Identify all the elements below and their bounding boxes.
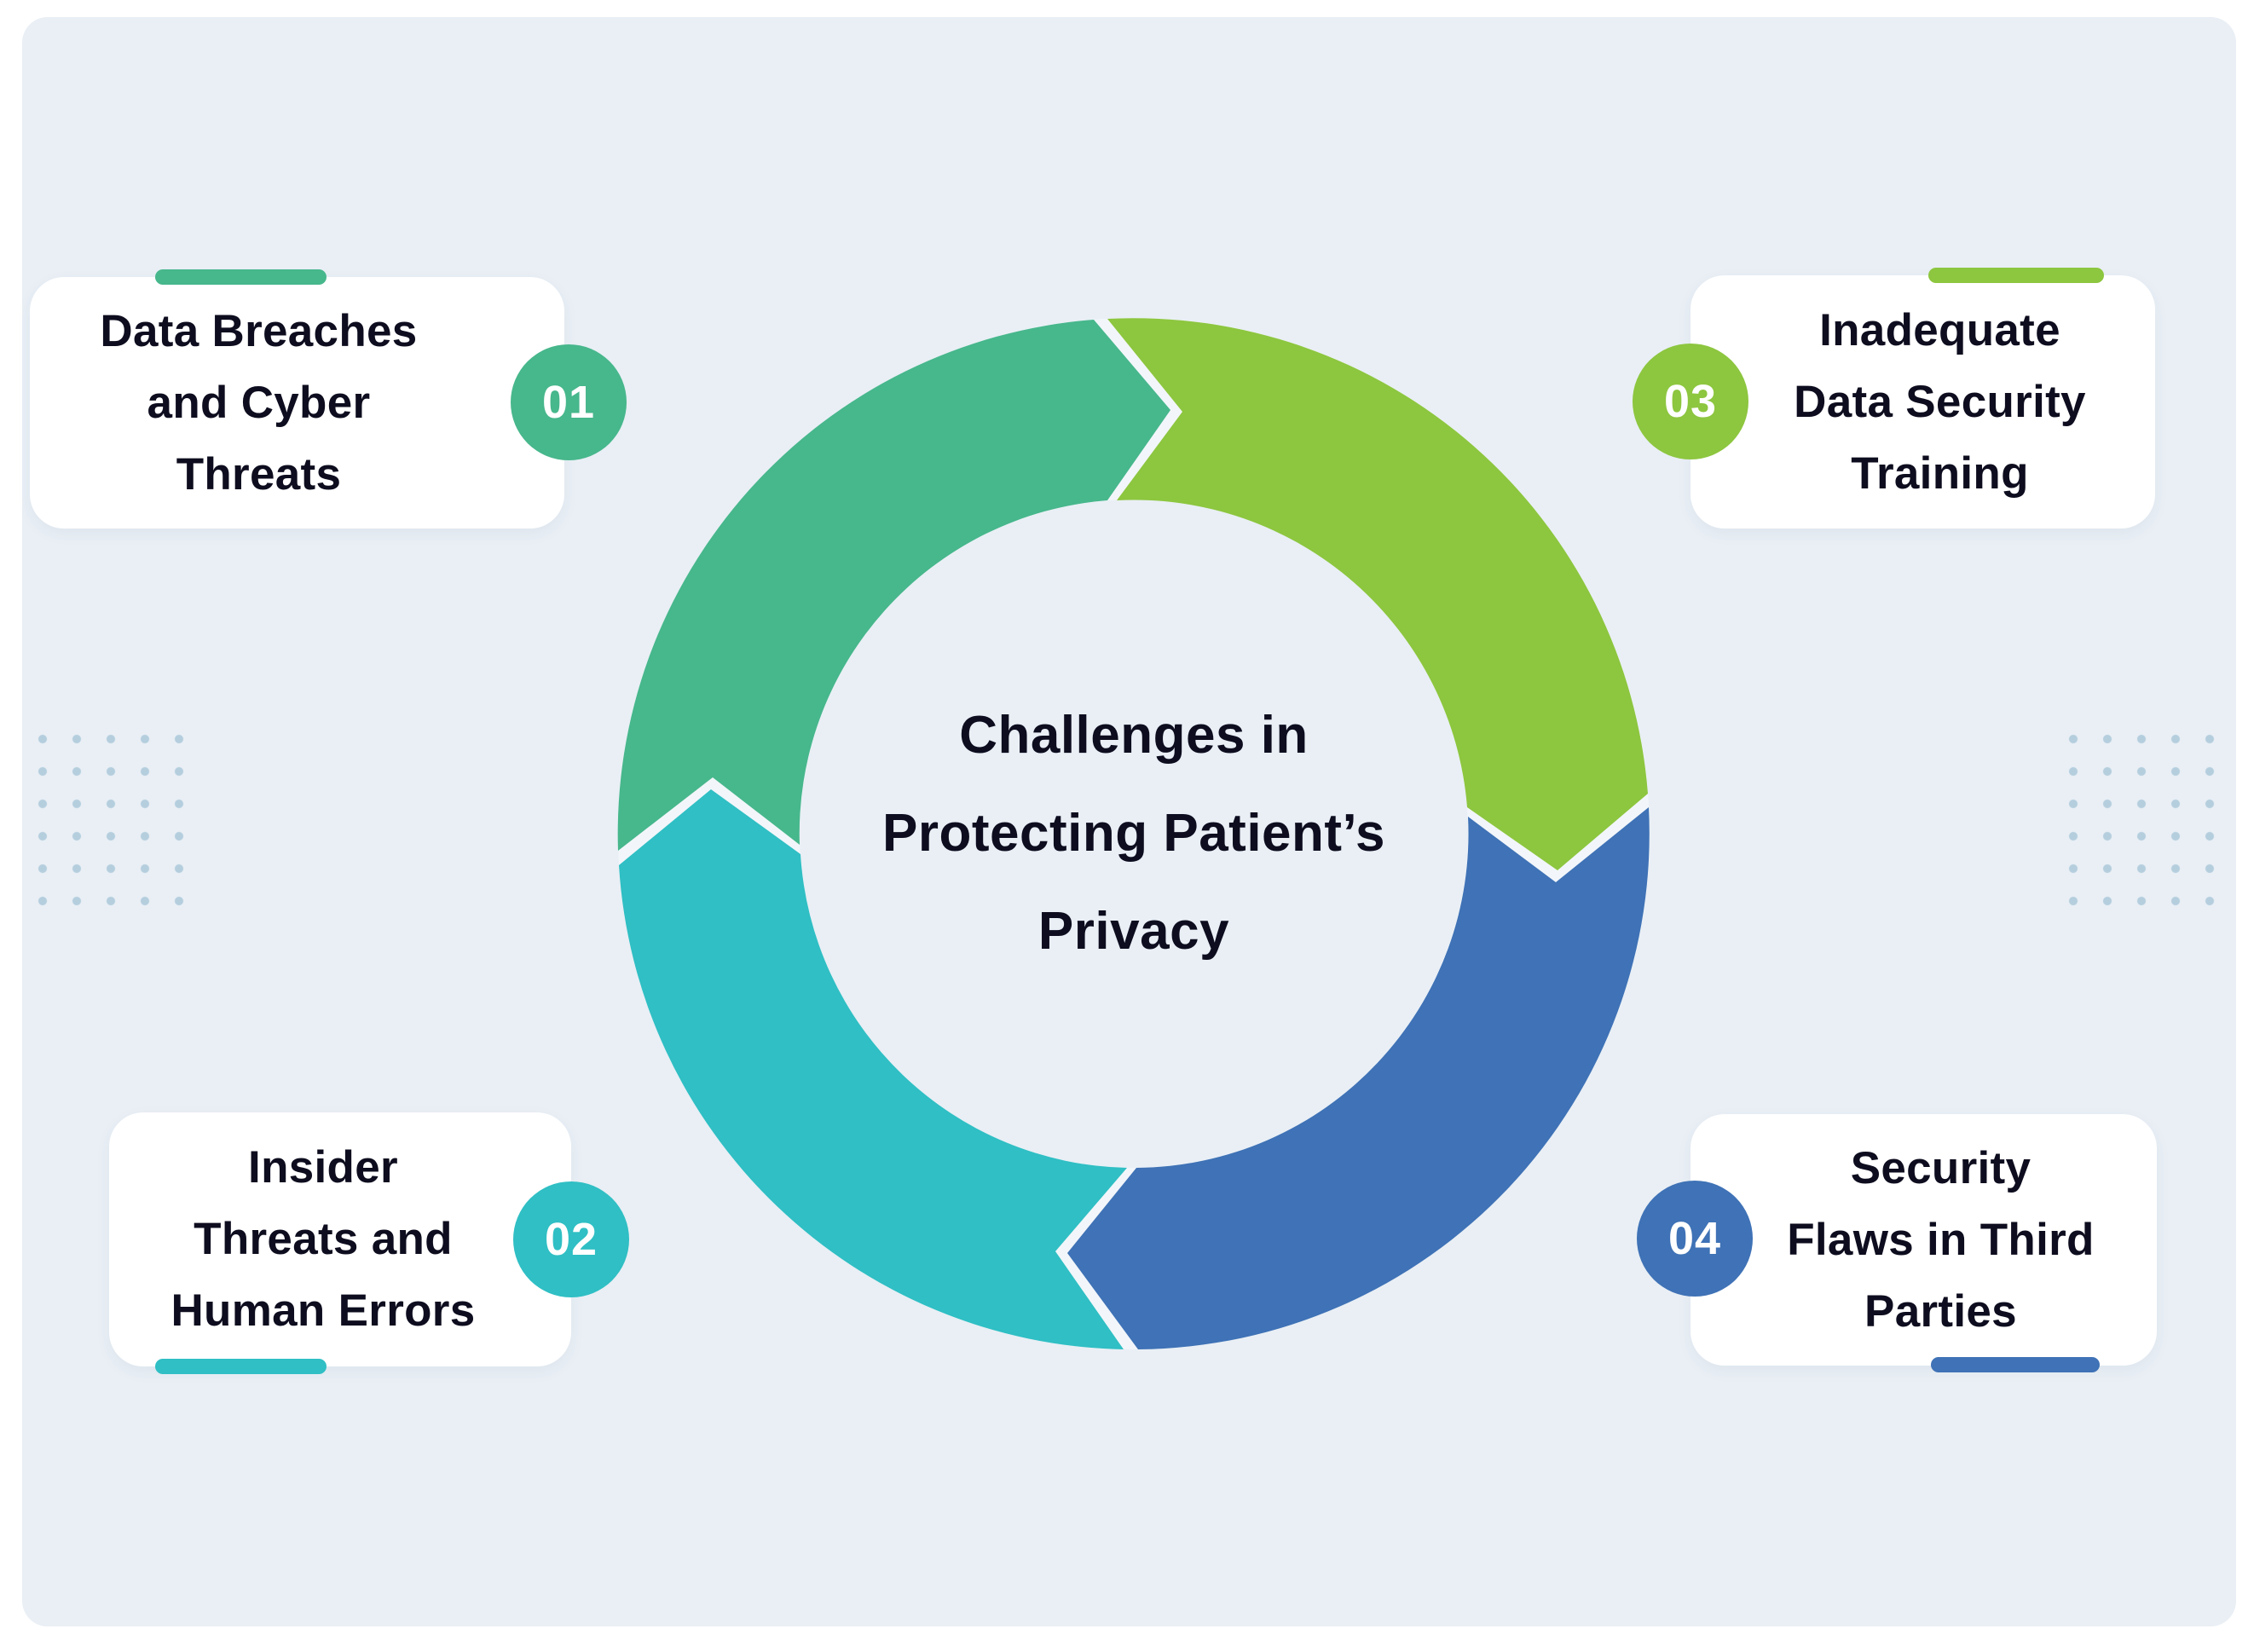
number-badge-03: 03	[1633, 344, 1748, 459]
cycle-segment-03-arrow	[1107, 318, 1648, 870]
number-badge-01: 01	[511, 344, 627, 460]
card-label: Data Breaches and Cyber Threats	[100, 296, 417, 511]
card-label-line: and Cyber	[147, 377, 371, 428]
accent-bar-01	[155, 269, 327, 285]
card-label-line: Training	[1851, 448, 2029, 499]
dot-grid-left	[26, 723, 196, 917]
badge-number: 02	[544, 1214, 598, 1265]
card-label: Insider Threats and Human Errors	[170, 1132, 475, 1347]
diagram-title-line: Protecting Patient’s	[882, 804, 1385, 863]
card-label-line: Insider	[248, 1142, 398, 1193]
accent-bar-04	[1931, 1357, 2100, 1372]
card-label-line: Data Breaches	[100, 305, 418, 356]
badge-number: 04	[1667, 1213, 1722, 1264]
card-label-line: Flaws in Third	[1787, 1214, 2095, 1265]
badge-number: 01	[541, 377, 596, 428]
diagram-title-line: Privacy	[1037, 902, 1230, 961]
card-label-line: Threats and	[194, 1214, 453, 1264]
number-badge-02: 02	[513, 1181, 629, 1297]
card-label-line: Inadequate	[1819, 304, 2060, 355]
dot-grid-right	[2056, 723, 2227, 917]
cycle-segment-02-arrow	[619, 789, 1127, 1349]
number-badge-04: 04	[1637, 1181, 1753, 1297]
cycle-segment-01-arrow	[617, 320, 1170, 851]
card-label-line: Parties	[1864, 1285, 2017, 1337]
badge-number: 03	[1663, 376, 1718, 427]
card-label: Inadequate Data Security Training	[1794, 295, 2086, 510]
accent-bar-02	[155, 1359, 327, 1374]
challenge-card-04: Security Flaws in Third Parties	[1690, 1114, 2157, 1366]
card-label-line: Threats	[176, 448, 342, 500]
card-label-line: Security	[1850, 1142, 2031, 1193]
accent-bar-03	[1928, 268, 2104, 283]
card-label: Security Flaws in Third Parties	[1787, 1133, 2095, 1348]
card-label-line: Human Errors	[170, 1285, 476, 1336]
challenge-card-01: Data Breaches and Cyber Threats	[30, 277, 564, 529]
diagram-title: Challenges in Protecting Patient’s Priva…	[793, 686, 1475, 980]
challenge-card-03: Inadequate Data Security Training	[1690, 275, 2155, 529]
card-label-line: Data Security	[1794, 376, 2086, 427]
diagram-title-line: Challenges in	[959, 706, 1309, 765]
cycle-segment-04-arrow	[1067, 807, 1650, 1349]
challenge-card-02: Insider Threats and Human Errors	[109, 1112, 571, 1366]
